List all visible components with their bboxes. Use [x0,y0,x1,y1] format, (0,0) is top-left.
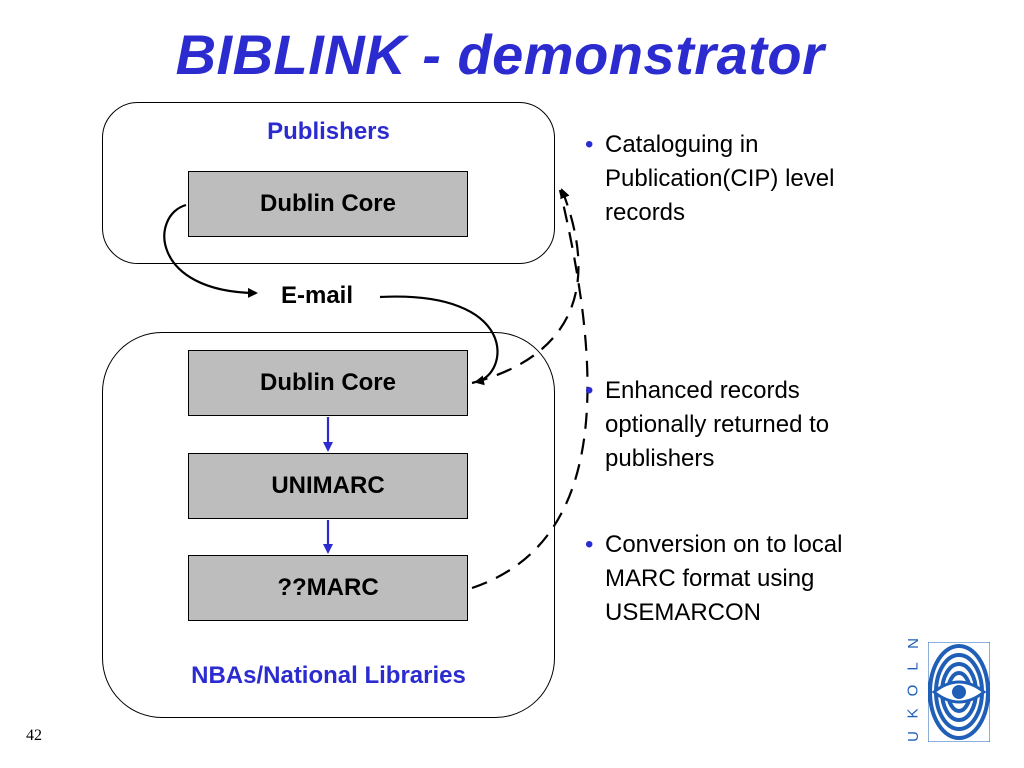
library-dublin-core-box: Dublin Core [188,350,468,416]
page-number: 42 [26,727,42,744]
bullet-item: • Conversion on to local MARC format usi… [585,528,895,630]
slide-title: BIBLINK - demonstrator [175,23,825,86]
dashed-return-local-marc [471,189,589,590]
bullet-text: Cataloguing in Publication(CIP) level re… [605,131,835,226]
ukoln-eye-logo-icon [928,642,990,742]
logo-letter: O [904,684,922,696]
arrow-email-to-library [379,295,499,386]
publisher-dublin-core-box: Dublin Core [188,171,468,237]
dashed-return-enhanced [471,188,580,385]
local-marc-box: ??MARC [188,555,468,621]
unimarc-box: UNIMARC [188,453,468,519]
email-label: E-mail [280,282,354,309]
ukoln-logo: N L O K U [902,636,992,744]
logo-letter: L [904,662,922,671]
logo-letter: N [904,638,922,649]
bullet-dot: • [585,131,594,158]
logo-letter: K [904,708,922,719]
publishers-label: Publishers [267,118,390,145]
bullet-item: • Enhanced records optionally returned t… [585,374,895,476]
logo-letters: N L O K U [902,636,924,744]
bullet-text: Enhanced records optionally returned to … [605,377,830,472]
bullet-item: • Cataloguing in Publication(CIP) level … [585,128,895,230]
bullet-dot: • [585,531,594,558]
logo-letter: U [904,731,922,742]
arrow-publisher-to-email [163,203,258,298]
national-libraries-label: NBAs/National Libraries [191,662,466,689]
bullet-text: Conversion on to local MARC format using… [605,531,843,626]
bullet-dot: • [585,377,594,404]
